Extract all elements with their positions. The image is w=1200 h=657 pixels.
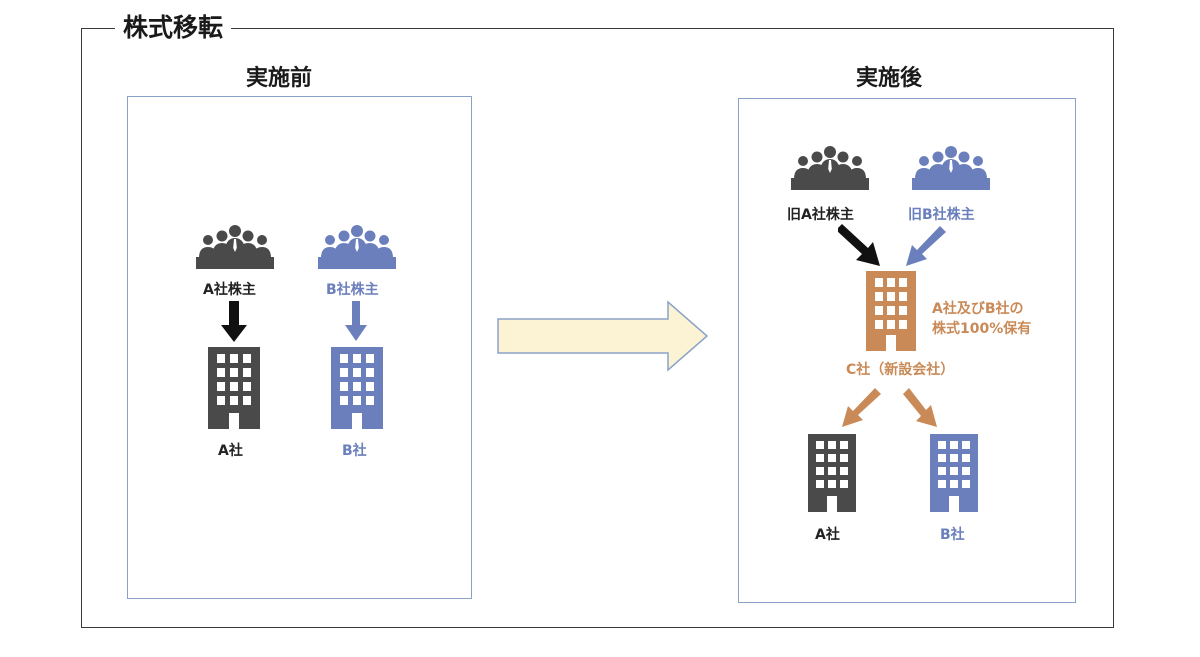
arrow-down-right-icon — [903, 388, 937, 427]
shareholders-group-icon — [318, 225, 396, 269]
shareholder-b-label: B社株主 — [326, 282, 379, 298]
shareholders-group-icon — [196, 225, 274, 269]
building-icon — [930, 434, 978, 512]
before-panel — [127, 96, 472, 599]
old-shareholder-a-label: 旧A社株主 — [787, 207, 854, 223]
transition-arrow-icon — [497, 300, 709, 372]
building-icon — [331, 347, 383, 429]
building-icon — [808, 434, 856, 512]
arrow-down-left-icon — [842, 388, 881, 427]
arrow-down-left-icon — [906, 226, 946, 266]
arrow-down-icon — [221, 301, 247, 342]
diagram-title: 株式移転 — [115, 8, 232, 44]
shareholders-group-icon — [912, 146, 990, 190]
diagram-frame — [81, 28, 1114, 628]
arrow-down-right-icon — [838, 224, 880, 266]
after-company-a-label: A社 — [815, 527, 840, 543]
company-c-label: C社（新設会社） — [846, 362, 955, 378]
building-icon — [208, 347, 260, 429]
after-title: 実施後 — [856, 66, 923, 91]
company-b-label: B社 — [342, 443, 367, 459]
after-company-b-label: B社 — [940, 527, 965, 543]
arrow-down-icon — [345, 301, 367, 341]
shareholders-group-icon — [791, 146, 869, 190]
holding-note-line2: 株式100%保有 — [932, 321, 1032, 337]
holding-note-line1: A社及びB社の — [932, 301, 1024, 317]
old-shareholder-b-label: 旧B社株主 — [908, 207, 975, 223]
before-title: 実施前 — [246, 66, 313, 91]
shareholder-a-label: A社株主 — [203, 282, 256, 298]
building-icon — [866, 271, 916, 351]
company-a-label: A社 — [218, 443, 243, 459]
